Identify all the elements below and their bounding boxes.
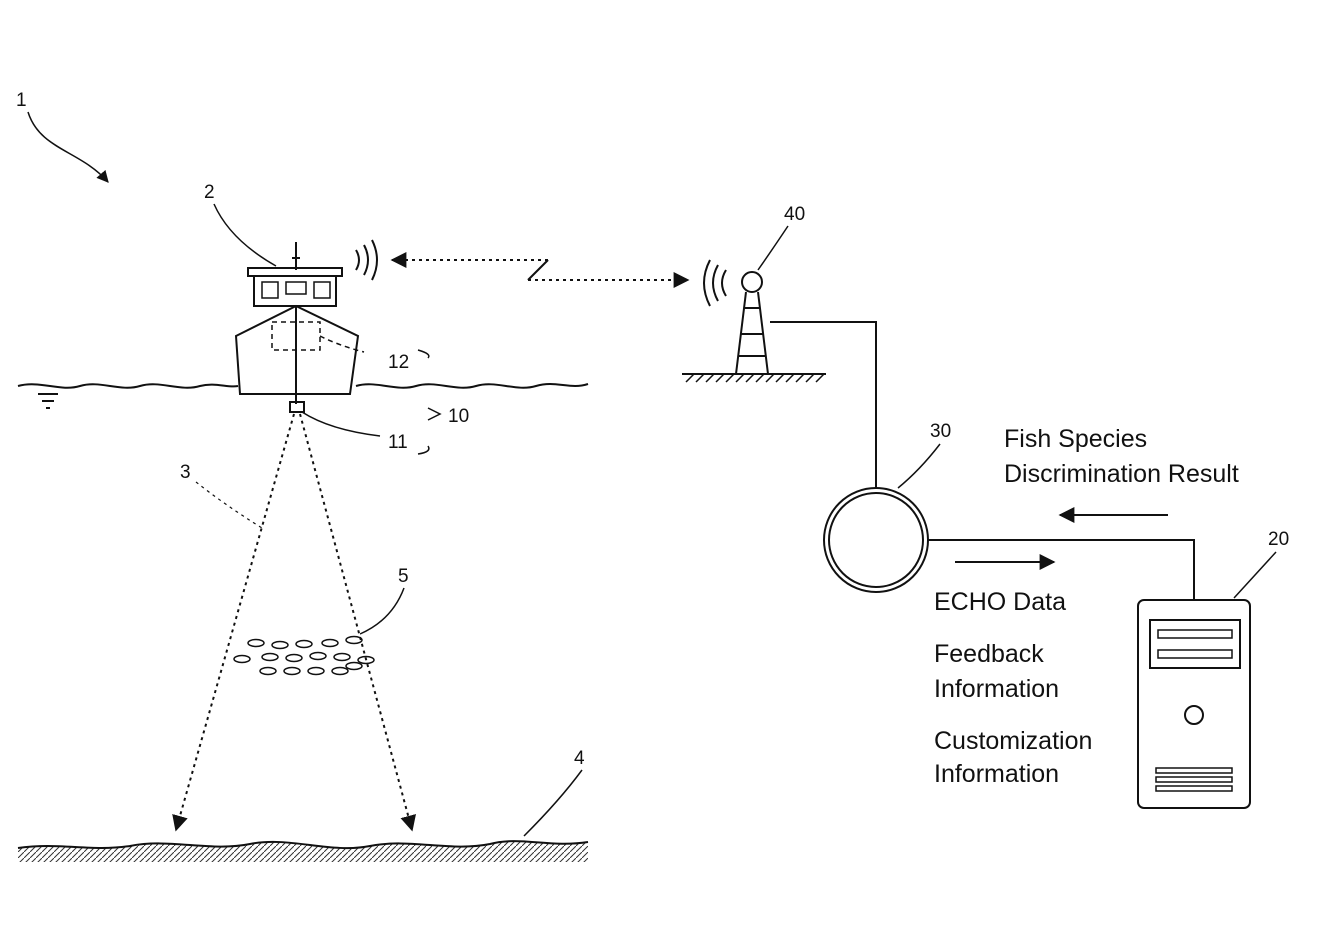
tower-signal-icon (703, 259, 727, 307)
system-label-group: 1 (16, 90, 109, 183)
transducer-leader (301, 411, 381, 437)
seabed-leader (523, 769, 583, 837)
ref-network: 30 (930, 421, 951, 442)
captions: Fish Species Discrimination Result ECHO … (934, 425, 1239, 788)
wireless-link-zigzag (527, 259, 549, 281)
fish-finder-brace (427, 407, 442, 421)
ref-fish-school: 5 (398, 566, 409, 587)
ref-ship-unit: 12 (388, 352, 409, 373)
custom-caption-line1: Customization (934, 727, 1092, 755)
ref-ship: 2 (204, 182, 215, 203)
ref-seabed: 4 (574, 748, 585, 769)
ship-refs: 2 12 10 11 (204, 182, 469, 455)
fish-school: 5 (233, 566, 409, 676)
feedback-caption-line2: Information (934, 675, 1059, 703)
server-case (1137, 599, 1251, 809)
server-leader (1233, 551, 1277, 599)
cabin-window-left (261, 281, 279, 299)
tower-ground-hatch (685, 373, 825, 383)
cabin-window-right (313, 281, 331, 299)
server-bay-panel (1149, 619, 1241, 669)
ref-antenna-tower: 40 (784, 204, 805, 225)
sonar-beam: 3 (172, 413, 416, 832)
antenna-tower: 40 (682, 204, 826, 383)
ship-signal-icon (355, 239, 378, 281)
ref-fish-finder: 10 (448, 406, 469, 427)
ref-beam: 3 (180, 462, 191, 483)
ref-system: 1 (16, 90, 27, 111)
cabin-window-center (285, 281, 307, 295)
system-leader-arrow (27, 111, 109, 183)
ship-unit-brace (417, 349, 430, 359)
server-power-button (1184, 705, 1204, 725)
result-caption-line1: Fish Species (1004, 425, 1147, 453)
ship-cabin (253, 275, 337, 307)
network-server-line (928, 539, 1195, 600)
custom-caption-line2: Information (934, 760, 1059, 788)
ref-server: 20 (1268, 529, 1289, 550)
network: 30 (823, 421, 951, 593)
wireless-link (390, 252, 690, 288)
network-leader (897, 443, 941, 489)
server-vent (1155, 785, 1233, 792)
ship-unit-leader (319, 335, 365, 353)
water-level-symbol (38, 393, 58, 409)
beam-right-edge (299, 413, 416, 832)
transducer (289, 401, 305, 413)
seabed: 4 (17, 748, 589, 862)
ship (234, 242, 360, 413)
feedback-caption-line1: Feedback (934, 640, 1044, 668)
result-caption-line2: Discrimination Result (1004, 460, 1239, 488)
network-outer-ring (823, 487, 929, 593)
ship-leader (213, 203, 277, 267)
server-drive-slot-1 (1157, 629, 1233, 639)
water-surface (17, 383, 589, 389)
network-inner-ring (828, 492, 924, 588)
ship-unit-box (271, 321, 321, 351)
fish-school-leader (359, 587, 405, 635)
tower-network-line (770, 321, 877, 488)
ref-transducer: 11 (388, 432, 408, 453)
echo-caption: ECHO Data (934, 588, 1066, 616)
server: 20 (1137, 529, 1289, 809)
server-drive-slot-2 (1157, 649, 1233, 659)
tower-leader (757, 225, 789, 271)
transducer-brace (417, 445, 430, 455)
ship-hull (234, 304, 360, 395)
beam-left-edge (172, 413, 295, 832)
tower-antenna-ball (741, 271, 763, 293)
beam-leader (195, 481, 263, 529)
